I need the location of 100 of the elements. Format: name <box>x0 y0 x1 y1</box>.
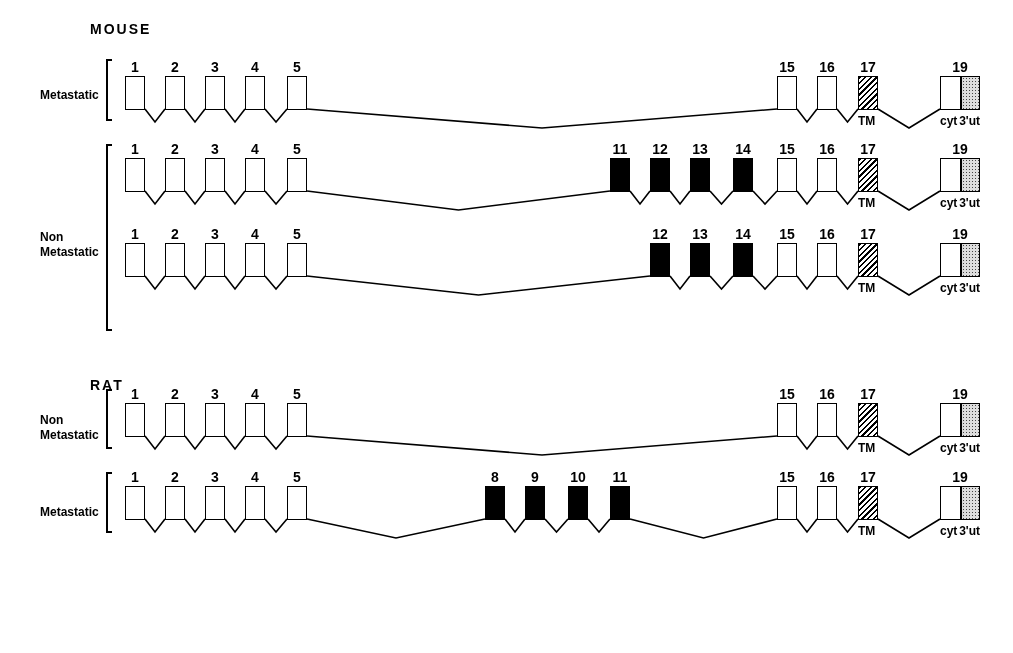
domain-label: 3'ut <box>959 524 980 538</box>
exon-number: 15 <box>778 468 796 486</box>
domain-label: 3'ut <box>959 281 980 295</box>
splice-line <box>144 275 166 291</box>
splice-line <box>877 518 941 539</box>
exon-number: 10 <box>569 468 587 486</box>
row-label: Non Metastatic <box>40 413 100 443</box>
exon-number: 1 <box>130 385 140 403</box>
exon-number: 4 <box>250 225 260 243</box>
exon-number: 19 <box>951 468 969 486</box>
splice-line <box>144 190 166 206</box>
row-label: Metastatic <box>40 88 100 103</box>
exon-number: 16 <box>818 140 836 158</box>
splice-line <box>836 275 859 291</box>
splice-line <box>224 108 246 124</box>
splice-line <box>877 108 941 129</box>
splice-line <box>224 435 246 451</box>
domain-label: cyt <box>940 281 958 295</box>
splice-line <box>629 518 778 539</box>
exon-number: 1 <box>130 58 140 76</box>
splice-line <box>544 518 569 534</box>
domain-label: cyt <box>940 196 958 210</box>
exon-number: 17 <box>859 225 877 243</box>
splice-line <box>264 275 288 291</box>
domain-label: 3'ut <box>959 196 980 210</box>
splice-line <box>752 190 778 206</box>
exon-number: 19 <box>951 140 969 158</box>
exon-number: 14 <box>734 140 752 158</box>
splice-line <box>264 435 288 451</box>
splice-line <box>836 435 859 451</box>
splice-line <box>264 518 288 534</box>
splice-line <box>306 435 778 456</box>
splice-line <box>836 108 859 124</box>
domain-label: cyt <box>940 441 958 455</box>
splice-line <box>184 435 206 451</box>
row-label: Metastatic <box>40 505 100 520</box>
splice-line <box>306 108 778 129</box>
splice-line <box>669 275 691 291</box>
exon-number: 13 <box>691 225 709 243</box>
domain-label: cyt <box>940 114 958 128</box>
exon-number: 1 <box>130 225 140 243</box>
exon-number: 3 <box>210 468 220 486</box>
exon-number: 13 <box>691 140 709 158</box>
splice-line <box>709 275 734 291</box>
domain-label: 3'ut <box>959 114 980 128</box>
splice-line <box>796 518 818 534</box>
exon-number: 17 <box>859 140 877 158</box>
exon-number: 2 <box>170 140 180 158</box>
domain-label: TM <box>858 114 876 128</box>
exon-number: 15 <box>778 58 796 76</box>
exon-number: 17 <box>859 385 877 403</box>
exon-number: 16 <box>818 468 836 486</box>
exon-number: 2 <box>170 225 180 243</box>
splice-line <box>504 518 526 534</box>
exon-number: 15 <box>778 140 796 158</box>
splice-line <box>184 108 206 124</box>
exon-number: 2 <box>170 58 180 76</box>
splice-line <box>144 435 166 451</box>
domain-label: TM <box>858 196 876 210</box>
splice-line <box>877 435 941 456</box>
domain-label: TM <box>858 281 876 295</box>
splice-line <box>836 190 859 206</box>
exon-number: 2 <box>170 468 180 486</box>
exon-number: 9 <box>530 468 540 486</box>
exon-number: 5 <box>292 140 302 158</box>
splice-line <box>877 275 941 296</box>
exon-number: 3 <box>210 140 220 158</box>
exon-number: 19 <box>951 225 969 243</box>
splice-line <box>184 518 206 534</box>
splice-line <box>587 518 611 534</box>
exon-number: 3 <box>210 385 220 403</box>
exon-number: 16 <box>818 225 836 243</box>
splice-line <box>796 275 818 291</box>
exon-number: 3 <box>210 58 220 76</box>
splice-line <box>144 108 166 124</box>
splice-line <box>877 190 941 211</box>
exon-number: 8 <box>490 468 500 486</box>
splice-line <box>224 275 246 291</box>
splice-line <box>796 435 818 451</box>
splice-line <box>184 275 206 291</box>
splice-line <box>224 190 246 206</box>
exon-number: 16 <box>818 385 836 403</box>
exon-number: 4 <box>250 140 260 158</box>
exon-number: 1 <box>130 468 140 486</box>
exon-number: 17 <box>859 468 877 486</box>
exon-number: 16 <box>818 58 836 76</box>
splice-line <box>629 190 651 206</box>
splice-line <box>144 518 166 534</box>
exon-number: 17 <box>859 58 877 76</box>
exon-number: 4 <box>250 468 260 486</box>
exon-number: 15 <box>778 385 796 403</box>
splice-line <box>836 518 859 534</box>
exon-number: 12 <box>651 140 669 158</box>
exon-number: 14 <box>734 225 752 243</box>
exon-number: 4 <box>250 385 260 403</box>
exon-number: 3 <box>210 225 220 243</box>
row-label: Non Metastatic <box>40 230 100 260</box>
exon-number: 5 <box>292 385 302 403</box>
splice-line <box>306 190 611 211</box>
exon-number: 5 <box>292 58 302 76</box>
